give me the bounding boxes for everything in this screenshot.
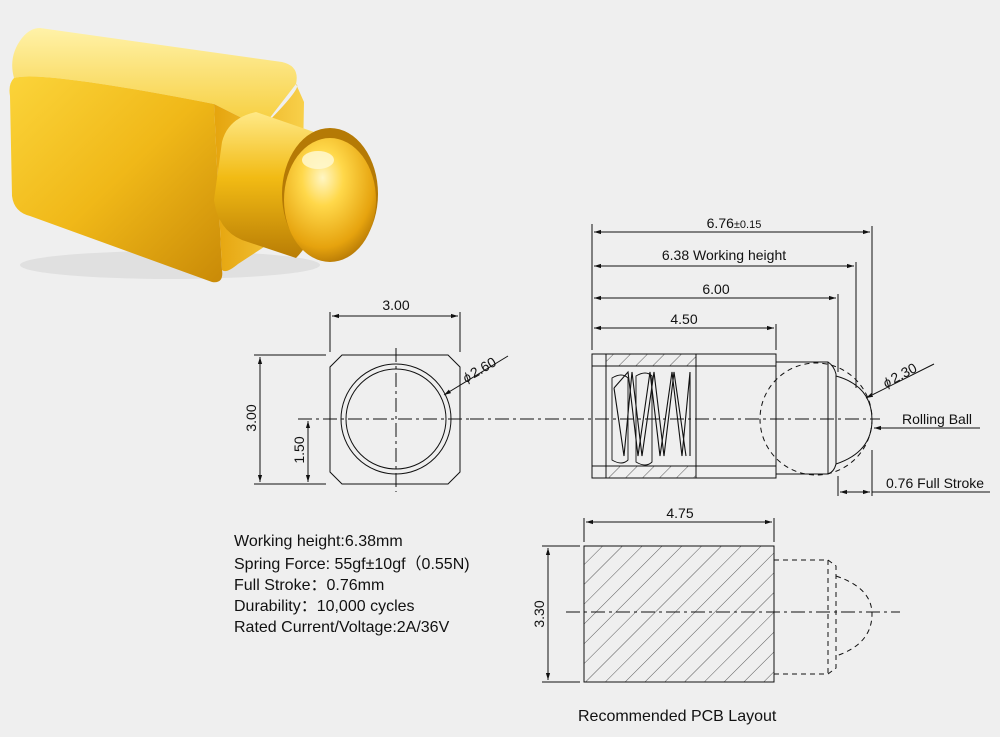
pcb-height-dim: 3.30 [531,600,547,627]
side-body-length-dim: 6.00 [702,281,729,297]
front-width-dim: 3.00 [382,297,409,313]
pcb-layout-view [542,518,900,683]
side-barrel-length-dim: 4.50 [670,311,697,327]
pcb-width-dim: 4.75 [666,505,693,521]
spec-spring-force: Spring Force: 55gf±10gf（0.55N) [234,556,470,573]
pcb-layout-caption: Recommended PCB Layout [578,708,777,725]
product-render [9,28,378,283]
spec-working-height: Working height:6.38mm [234,533,403,550]
spec-full-stroke: Full Stroke：0.76mm [234,577,385,594]
front-center-dim: 1.50 [291,436,307,463]
rolling-ball-label: Rolling Ball [902,411,972,427]
side-total-length-dim: 6.76±0.15 [707,215,762,231]
front-view [254,312,509,492]
side-working-height-dim: 6.38 Working height [662,247,786,263]
full-stroke-label: 0.76 Full Stroke [886,475,984,491]
front-diameter-dim: 2.60 [467,354,499,382]
front-height-dim: 3.00 [243,404,259,431]
spec-rated-current: Rated Current/Voltage:2A/36V [234,619,450,636]
side-view [470,224,990,496]
spec-durability: Durability：10,000 cycles [234,598,415,615]
side-ball-diameter-dim: 2.30 [888,359,920,386]
